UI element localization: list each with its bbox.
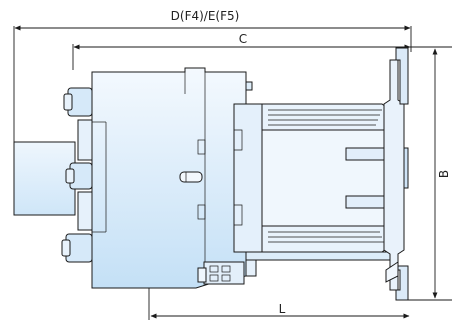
depth-label: L (279, 302, 286, 316)
bottom-terminal-clip (197, 261, 245, 285)
terminal-screws-left (61, 87, 93, 263)
contactor-body (91, 67, 253, 289)
height-label: B (437, 170, 451, 178)
coil-section (233, 103, 391, 277)
din-rail-clip (383, 47, 409, 301)
overall-dimension-label: D(F4)/E(F5) (171, 9, 240, 23)
body-length-label: C (239, 32, 247, 46)
indicator-knob (179, 171, 203, 183)
dimension-lines (13, 25, 452, 320)
